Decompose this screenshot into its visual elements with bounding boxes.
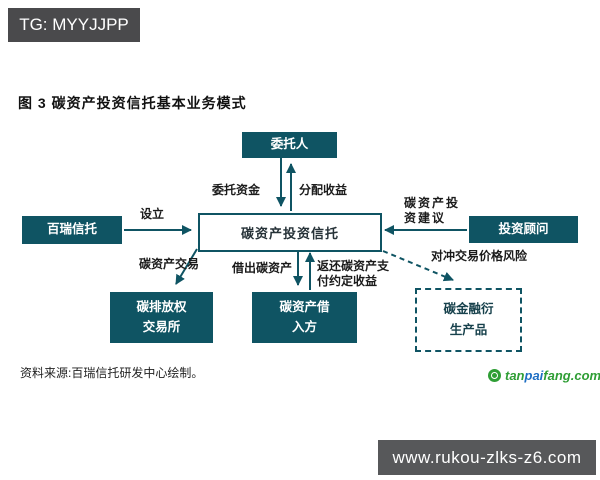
node-bairui-trust: 百瑞信托	[22, 216, 122, 244]
watermark-url-bar: www.rukou-zlks-z6.com	[378, 440, 596, 475]
source-note: 资料来源:百瑞信托研发中心绘制。	[20, 366, 204, 380]
node-derivatives-line2: 生产品	[449, 323, 488, 337]
node-investment-advisor: 投资顾问	[469, 216, 578, 243]
node-carbon-derivatives: 碳金融衍 生产品	[415, 288, 522, 352]
node-borrower-line2: 入方	[291, 319, 317, 334]
edge-label-investment-advice: 碳资产投 资建议	[404, 196, 460, 226]
tg-watermark-badge: TG: MYYJJPP	[8, 8, 140, 42]
edge-label-return-line2: 付约定收益	[317, 274, 378, 288]
node-carbon-exchange: 碳排放权 交易所	[110, 292, 213, 343]
edge-label-advice-line1: 碳资产投	[404, 196, 461, 210]
edge-label-return-assets: 返还碳资产支 付约定收益	[317, 259, 389, 289]
edge-label-distribute-income: 分配收益	[299, 183, 348, 197]
edge-label-lend-assets: 借出碳资产	[232, 261, 293, 275]
node-principal: 委托人	[242, 132, 337, 158]
tanpaifang-globe-icon	[488, 369, 501, 382]
logo-text-part3: fang.com	[543, 368, 600, 383]
node-exchange-line2: 交易所	[142, 319, 181, 334]
node-borrower-line1: 碳资产借	[279, 300, 330, 315]
node-exchange-line1: 碳排放权	[136, 300, 187, 315]
edge-label-establish: 设立	[140, 207, 165, 221]
node-derivatives-line1: 碳金融衍	[443, 301, 494, 316]
edge-label-entrust-funds: 委托资金	[212, 183, 261, 197]
figure-title: 图 3 碳资产投资信托基本业务模式	[18, 95, 247, 111]
edge-label-hedge-risk: 对冲交易价格风险	[431, 249, 528, 263]
node-carbon-borrower: 碳资产借 入方	[252, 292, 357, 343]
logo-text-part1: tan	[505, 368, 525, 383]
edge-label-carbon-trading: 碳资产交易	[139, 257, 200, 271]
node-carbon-asset-trust: 碳资产投资信托	[198, 213, 382, 252]
tanpaifang-logo: tanpaifang.com	[488, 368, 600, 383]
edge-label-return-line1: 返还碳资产支	[317, 259, 390, 273]
edge-label-advice-line2: 资建议	[404, 211, 447, 225]
logo-text-part2: pai	[524, 368, 544, 383]
